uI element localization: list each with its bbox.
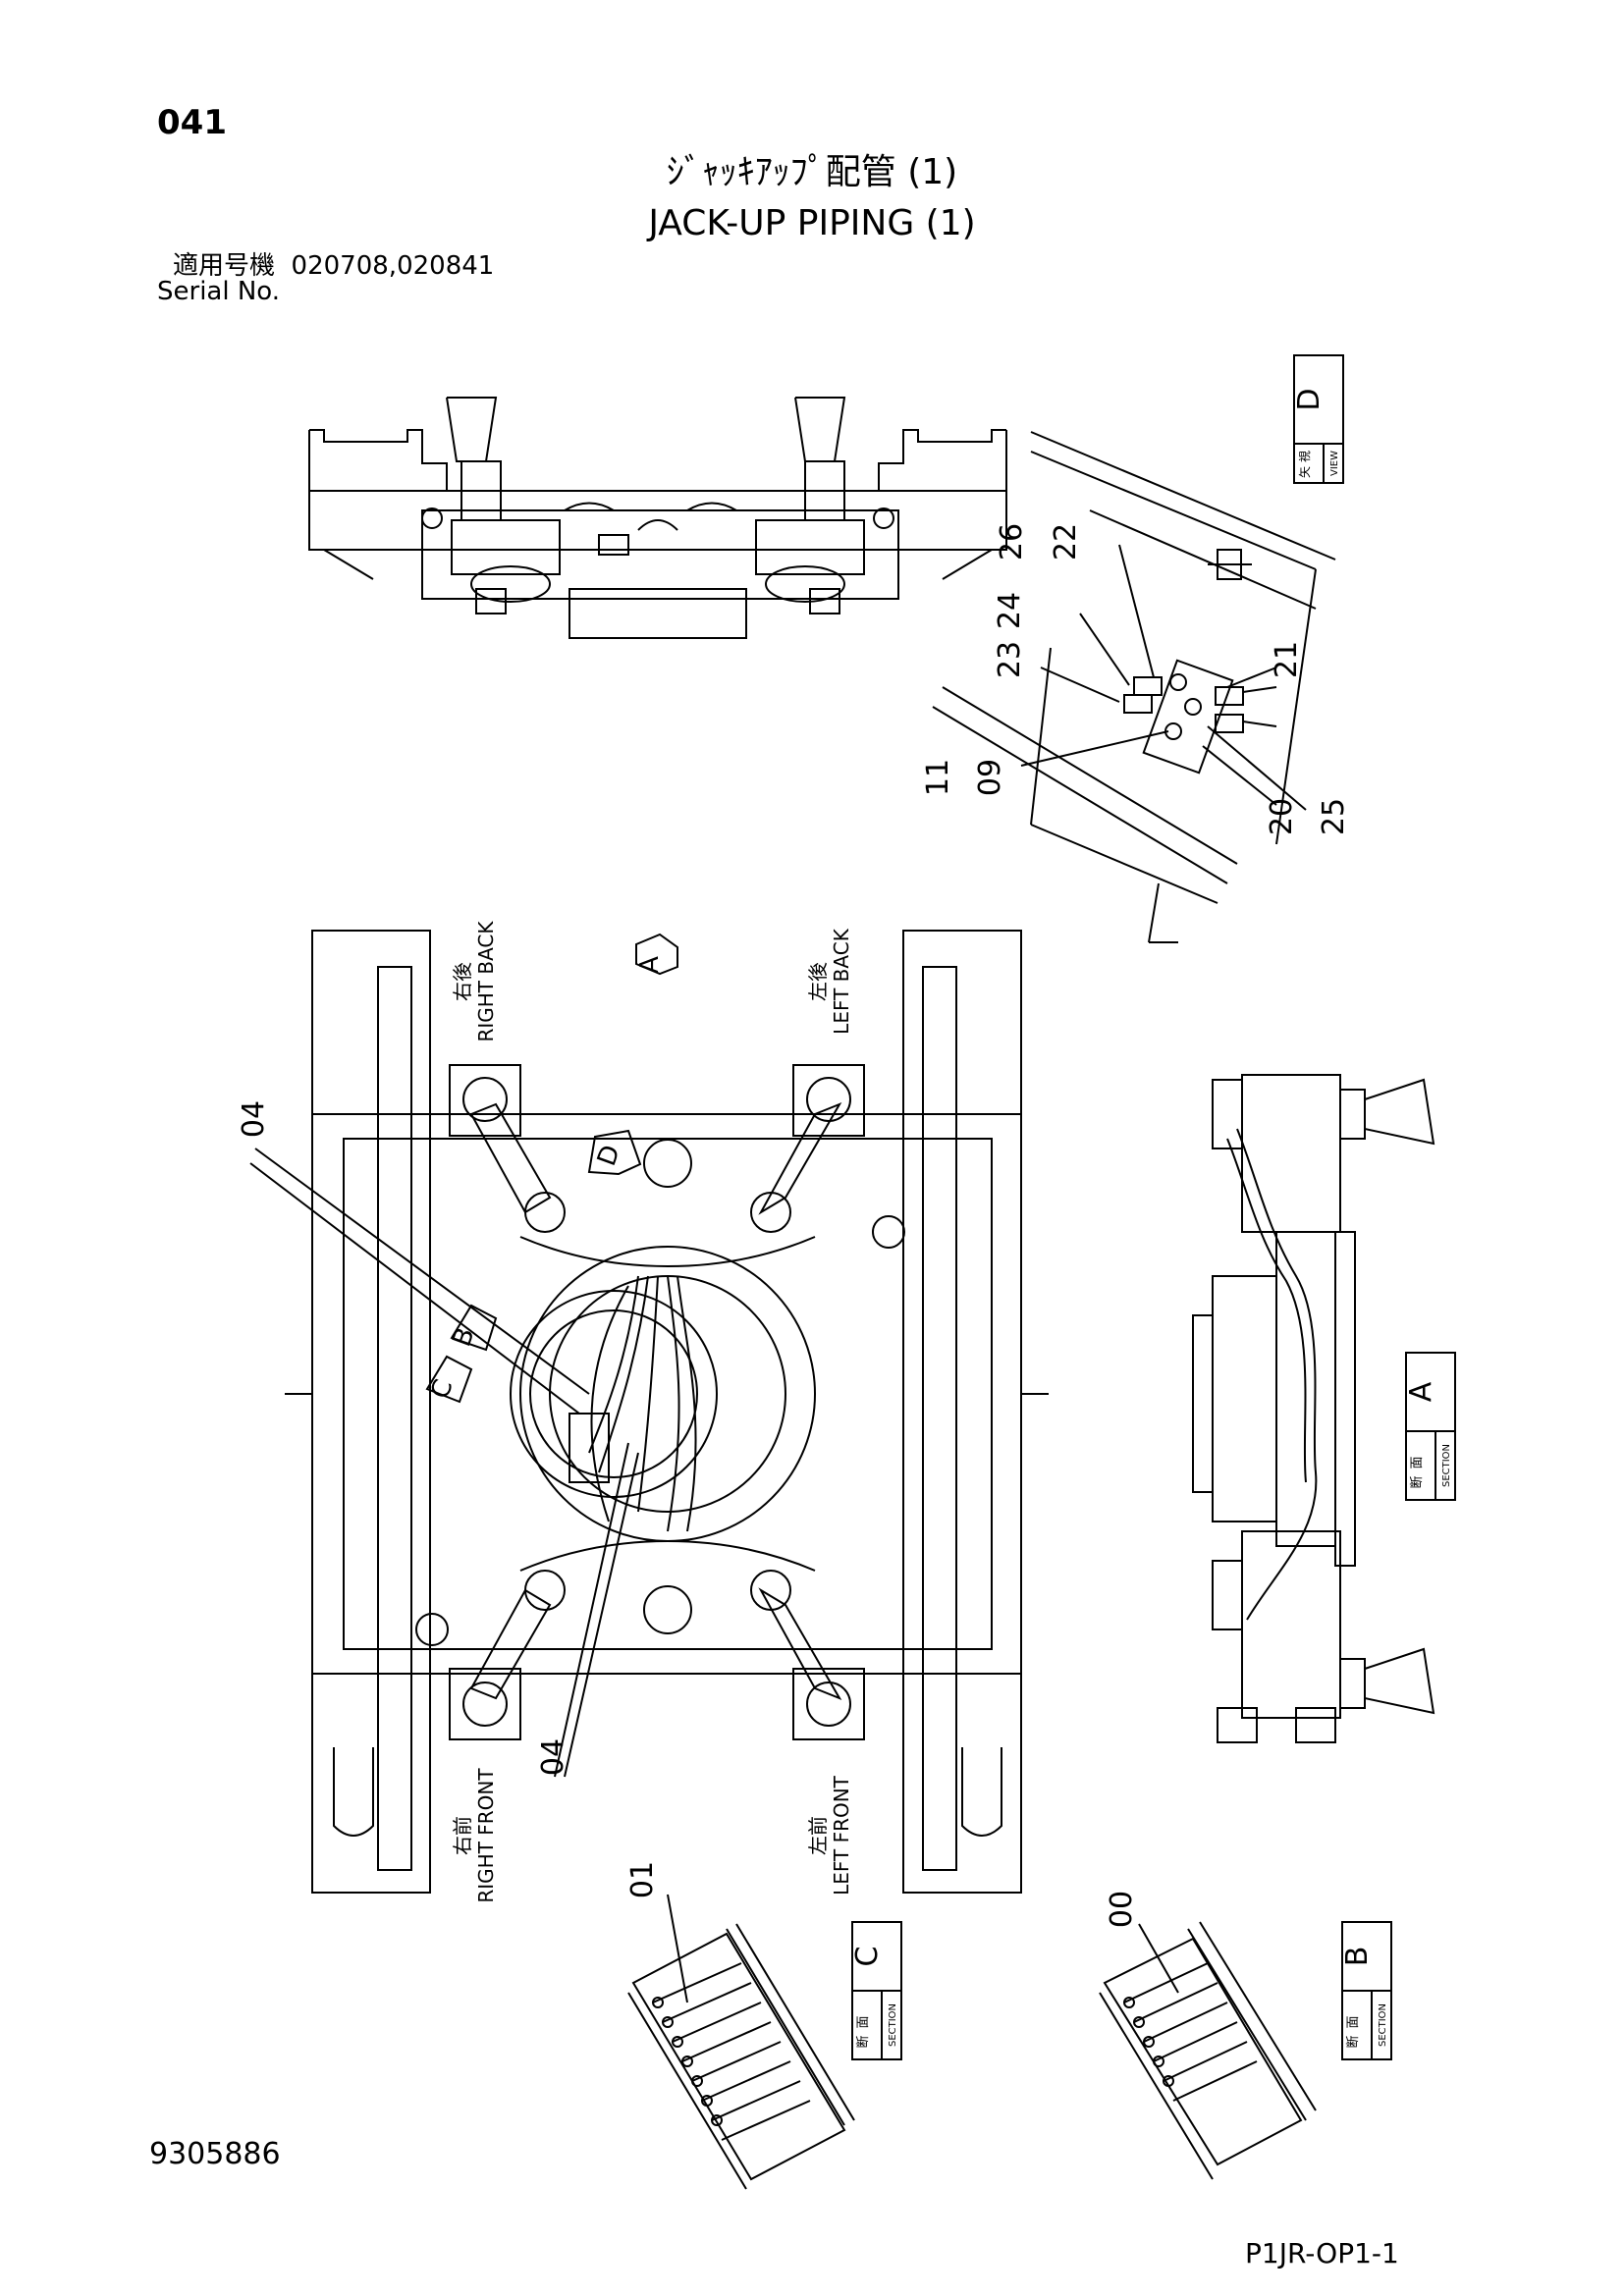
arrow-d-letter: D <box>592 1142 626 1170</box>
section-c-kanji-2: 面 <box>856 2015 871 2028</box>
callout-09: 09 <box>973 759 1007 796</box>
view-d-label: D 矢 視 VIEW <box>1292 354 1344 484</box>
callout-25: 25 <box>1317 798 1351 835</box>
title-english: JACK-UP PIPING (1) <box>648 203 976 243</box>
section-c-letter: C <box>850 1947 885 1967</box>
callout-11: 11 <box>921 759 955 796</box>
view-d-word: VIEW <box>1329 451 1340 476</box>
section-b-word: SECTION <box>1378 2003 1388 2047</box>
section-b-detail <box>1099 1921 1317 2180</box>
left-back-jp: 左後 <box>806 962 830 1001</box>
title-japanese: ｼﾞｬｯｷｱｯﾌﾟ配管 (1) <box>666 152 958 192</box>
section-a-detail <box>1192 1074 1435 1743</box>
serial-label-jp: 適用号機 <box>173 251 276 281</box>
section-a-kanji-1: 断 <box>1410 1475 1425 1488</box>
callout-26: 26 <box>995 523 1029 561</box>
view-d-letter: D <box>1292 388 1326 410</box>
callout-00: 00 <box>1105 1891 1139 1928</box>
callout-20: 20 <box>1265 798 1299 835</box>
view-d-kanji-1: 矢 <box>1298 466 1312 478</box>
callout-21: 21 <box>1270 641 1304 678</box>
section-a-kanji-2: 面 <box>1410 1456 1425 1468</box>
section-b-kanji-2: 面 <box>1346 2015 1361 2028</box>
section-c-kanji-1: 断 <box>856 2035 871 2048</box>
section-a-word: SECTION <box>1441 1444 1452 1487</box>
callout-01: 01 <box>625 1861 660 1898</box>
top-elevation-view <box>308 397 1007 639</box>
serial-label-en: Serial No. <box>157 277 280 306</box>
callout-04-upper: 04 <box>237 1100 271 1138</box>
arrow-b-letter: B <box>447 1324 480 1351</box>
section-a-letter: A <box>1404 1381 1438 1402</box>
page-number: 041 <box>157 103 227 142</box>
section-a-label: A 断 面 SECTION <box>1404 1352 1456 1501</box>
section-c-detail <box>627 1894 855 2190</box>
left-front-jp: 左前 <box>806 1816 830 1855</box>
right-back-jp: 右後 <box>451 962 474 1001</box>
right-back-en: RIGHT BACK <box>474 921 498 1042</box>
left-back-en: LEFT BACK <box>830 928 853 1035</box>
serial-row: 適用号機 020708,020841 <box>173 253 494 279</box>
right-front-jp: 右前 <box>451 1816 474 1855</box>
callout-24: 24 <box>993 592 1027 629</box>
callout-22: 22 <box>1049 523 1083 561</box>
left-front-en: LEFT FRONT <box>830 1775 853 1896</box>
section-c-word: SECTION <box>888 2003 898 2047</box>
section-b-kanji-1: 断 <box>1346 2035 1361 2048</box>
right-front-en: RIGHT FRONT <box>474 1768 498 1903</box>
arrow-a-letter: A <box>635 956 665 974</box>
callout-04-lower: 04 <box>536 1738 570 1776</box>
section-b-label: B 断 面 SECTION <box>1340 1921 1392 2060</box>
section-c-label: C 断 面 SECTION <box>850 1921 902 2060</box>
sheet-code: P1JR-OP1-1 <box>1245 2237 1399 2269</box>
section-b-letter: B <box>1340 1947 1375 1967</box>
view-d-kanji-2: 視 <box>1297 451 1312 462</box>
main-plan-view <box>249 930 1049 1894</box>
serial-numbers: 020708,020841 <box>291 251 495 281</box>
drawing-number: 9305886 <box>149 2137 281 2171</box>
callout-23: 23 <box>993 641 1027 678</box>
view-d-detail <box>932 431 1336 943</box>
